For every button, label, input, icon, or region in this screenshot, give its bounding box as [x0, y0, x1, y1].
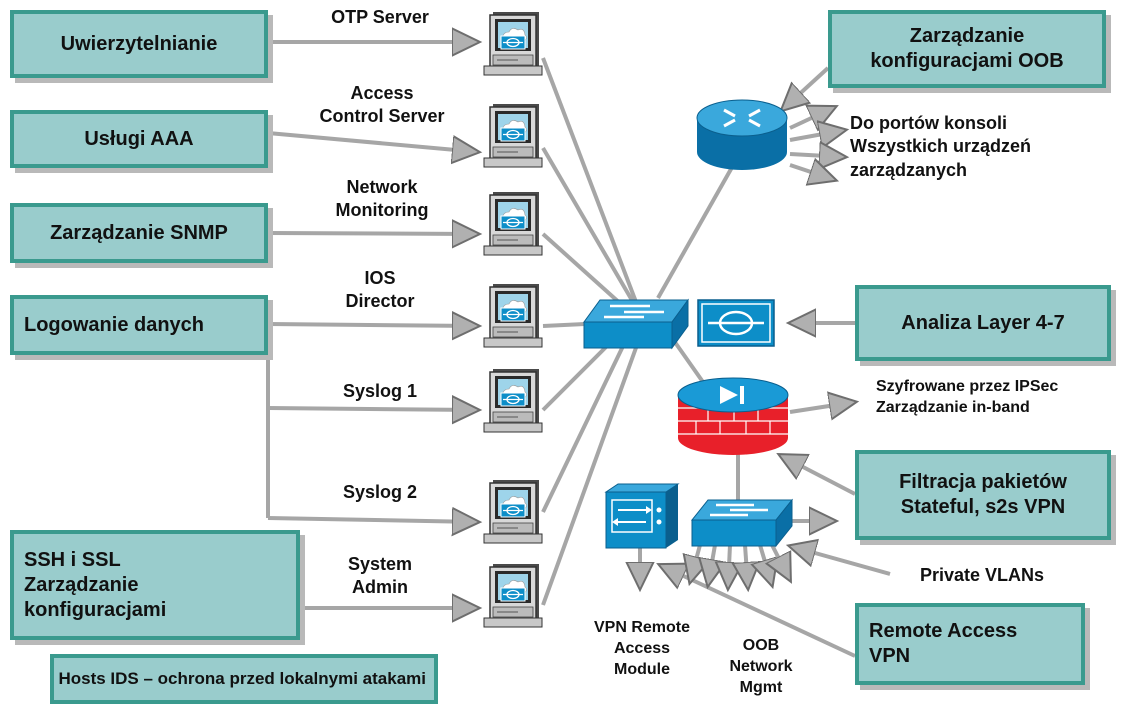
label-szyfrowane: Szyfrowane przez IPSec Zarządzanie in-ba… — [876, 377, 1058, 419]
box-ssh-ssl-line3: konfiguracjami — [24, 598, 167, 621]
box-ssh-ssl: SSH i SSL Zarządzanie konfiguracjami — [10, 530, 300, 640]
label-oob-line1: OOB — [742, 637, 780, 654]
label-dp-line3: zarządzanych — [850, 159, 968, 180]
label-vpn-line1: VPN Remote — [593, 619, 691, 636]
box-remote-line1: Remote Access — [869, 620, 1018, 642]
label-sz-line1: Szyfrowane przez IPSec — [876, 378, 1059, 395]
label-syslog1: Syslog 1 — [342, 381, 418, 401]
box-logowanie-danych: Logowanie danych — [10, 295, 268, 355]
arrows — [267, 42, 891, 658]
label-vpn-line2: Access — [613, 639, 671, 657]
box-remote-access: Remote Access VPN — [855, 603, 1085, 685]
legend-line2: przed lokalnymi atakami — [229, 668, 426, 688]
server-otp[interactable] — [483, 11, 543, 76]
label-otp-server: OTP Server — [331, 7, 429, 27]
box-filtracja-line2: Stateful, s2s VPN — [900, 496, 1066, 518]
box-oob-line2: konfiguracjami OOB — [870, 50, 1064, 72]
label-ios-line2: Director — [345, 291, 415, 312]
server-acs[interactable] — [483, 103, 543, 168]
label-sa-line2: Admin — [352, 577, 408, 598]
box-ssh-ssl-line1: SSH i SSL — [24, 548, 121, 571]
label-sa-line1: System — [347, 554, 413, 574]
label-vpn-line3: Module — [614, 660, 670, 678]
label-network-monitoring: Network Monitoring — [302, 176, 462, 223]
legend-line1: Hosts IDS – ochrona — [58, 668, 225, 688]
label-syslog2: Syslog 2 — [342, 482, 418, 502]
switch-icon[interactable] — [583, 298, 689, 350]
server-network-monitoring[interactable] — [483, 191, 543, 256]
switch-2-icon[interactable] — [690, 498, 794, 548]
server-syslog2[interactable] — [483, 479, 543, 544]
label-dp-line1: Do portów konsoli — [850, 113, 1007, 133]
label-ios-line1: IOS — [364, 268, 396, 288]
label-nm-line1: Network — [346, 177, 418, 197]
router-icon[interactable] — [696, 99, 788, 170]
label-do-portow: Do portów konsoli Wszystkich urządzeń za… — [850, 112, 1031, 182]
label-nm-line2: Monitoring — [335, 200, 429, 221]
box-oob-line1: Zarządzanie — [909, 25, 1025, 47]
box-remote-line2: VPN — [869, 645, 911, 667]
label-acs: Access Control Server — [292, 82, 472, 129]
box-uslugi-aaa: Usługi AAA — [10, 110, 268, 168]
box-analiza-layer: Analiza Layer 4-7 — [855, 285, 1111, 361]
vpn-concentrator-icon[interactable] — [604, 483, 680, 549]
box-ssh-ssl-line2: Zarządzanie — [24, 573, 139, 596]
label-private-vlans: Private VLANs — [920, 565, 1045, 585]
server-system-admin[interactable] — [483, 563, 543, 628]
label-acs-line2: Control Server — [319, 106, 445, 127]
box-filtracja-line1: Filtracja pakietów — [899, 471, 1067, 493]
server-syslog1[interactable] — [483, 368, 543, 433]
box-zarzadzanie-snmp: Zarządzanie SNMP — [10, 203, 268, 263]
box-zarzadzanie-oob: Zarządzanie konfiguracjami OOB — [828, 10, 1106, 88]
box-filtracja: Filtracja pakietów Stateful, s2s VPN — [855, 450, 1111, 540]
label-dp-line2: Wszystkich urządzeń — [850, 136, 1032, 157]
label-oob-line3: Mgmt — [739, 678, 783, 696]
box-uwierzytelnianie: Uwierzytelnianie — [10, 10, 268, 78]
box-legend: Hosts IDS – ochrona przed lokalnymi atak… — [50, 654, 438, 704]
label-ios-director: IOS Director — [300, 267, 460, 314]
label-sz-line2: Zarządzanie in-band — [876, 398, 1030, 416]
label-system-admin: System Admin — [300, 553, 460, 600]
firewall-icon[interactable] — [677, 377, 789, 455]
server-ios-director[interactable] — [483, 283, 543, 348]
label-oob-mgmt: OOB Network Mgmt — [716, 636, 806, 698]
connection-lines — [266, 57, 740, 606]
label-vpn-module: VPN Remote Access Module — [572, 618, 712, 680]
label-oob-line2: Network — [729, 657, 793, 675]
ids-sensor-icon[interactable] — [697, 299, 775, 347]
label-acs-line1: Access — [350, 83, 414, 103]
